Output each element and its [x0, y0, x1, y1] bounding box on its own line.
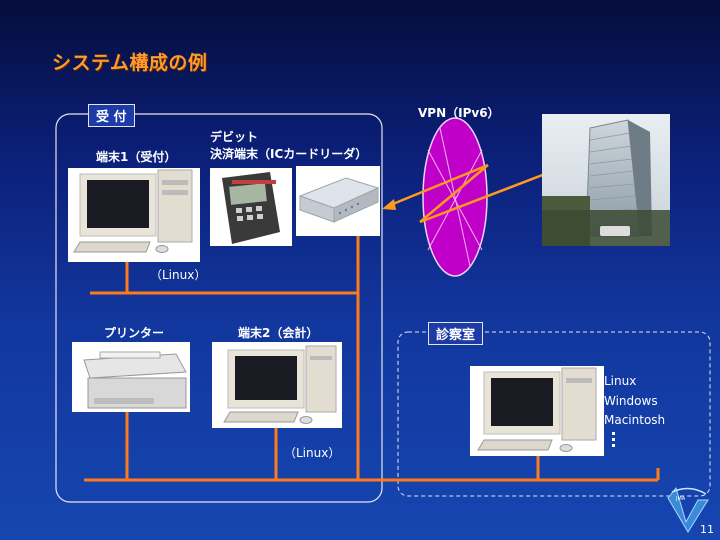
terminal1-label: 端末1（受付）	[96, 150, 177, 164]
debit-label-line1: デビット	[210, 130, 259, 144]
printer-label: プリンター	[104, 326, 165, 340]
vpn-label: VPN（IPv6）	[418, 106, 500, 120]
more-os-dots	[612, 432, 615, 447]
exam-room-tag: 診察室	[428, 322, 484, 345]
network-cables	[84, 236, 660, 482]
terminal1-image	[68, 168, 200, 262]
slide-title: システム構成の例	[52, 52, 208, 74]
terminal2-image	[212, 342, 342, 428]
exam-room-pc-image	[470, 366, 604, 456]
arrow-head-left	[382, 199, 396, 210]
printer-image	[72, 342, 190, 412]
os-windows: Windows	[604, 394, 658, 408]
os-linux: Linux	[604, 374, 637, 388]
debit-terminal-image	[210, 168, 292, 246]
terminal2-label: 端末2（会計）	[238, 326, 319, 340]
linux-note-bottom: （Linux）	[284, 446, 341, 460]
reception-frame	[55, 113, 383, 503]
vpn-lines	[427, 127, 483, 267]
page-number: 11	[700, 523, 714, 536]
debit-label-line2: 決済端末（ICカードリーダ）	[210, 147, 368, 161]
os-macintosh: Macintosh	[604, 413, 666, 427]
svg-text:JMA: JMA	[675, 496, 686, 502]
linux-note-top: （Linux）	[150, 268, 207, 282]
ic-card-reader-image	[296, 166, 380, 236]
jma-logo-icon: JMA	[667, 486, 709, 533]
exam-room-frame	[397, 331, 711, 497]
reception-tag: 受 付	[88, 104, 135, 127]
building-photo	[542, 114, 670, 246]
